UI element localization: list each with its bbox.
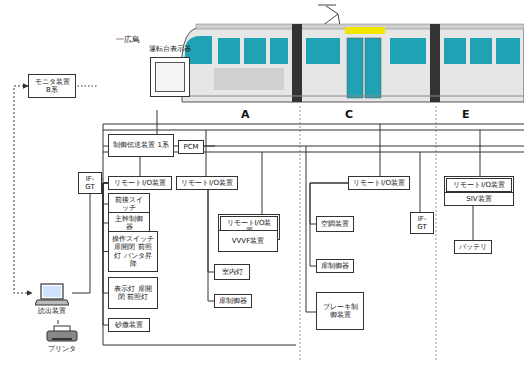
box-text: IF-GT bbox=[414, 215, 430, 231]
box-text: 前後スイッチ bbox=[112, 196, 146, 212]
door-controller: 扉制御器 bbox=[316, 259, 354, 273]
transmission-controller: 制御伝送装置 1系 bbox=[108, 134, 174, 157]
direction-label: 一広島 bbox=[116, 34, 140, 45]
box-text: プリンタ bbox=[48, 345, 76, 353]
box-text: ブレーキ制御装置 bbox=[320, 303, 360, 319]
cab-display: 運転台表示器 bbox=[140, 44, 200, 110]
display-screen bbox=[150, 57, 190, 97]
door bbox=[365, 38, 381, 98]
roof-unit bbox=[345, 27, 385, 34]
box-text: バッテリ bbox=[459, 243, 487, 251]
display-screen-inner bbox=[155, 62, 185, 92]
indicator-lamp: 表示灯 扉開閉 前照灯 bbox=[108, 277, 158, 309]
vvvf-inverter: VVVF装置 bbox=[218, 230, 278, 252]
box-text: リモートI/O装置 bbox=[114, 179, 166, 187]
box-text: 運転台表示器 bbox=[149, 45, 191, 53]
box-text: 扉制御器 bbox=[219, 297, 247, 305]
siv-inverter: SIV装置 bbox=[444, 192, 514, 206]
box-text: 制御伝送装置 1系 bbox=[113, 141, 169, 149]
box-text: リモートI/O装置 bbox=[353, 179, 405, 187]
printer-icon bbox=[46, 325, 78, 345]
box-text: 砂撒装置 bbox=[115, 321, 143, 329]
lower-panel bbox=[214, 68, 284, 90]
connector-line bbox=[14, 86, 32, 293]
remote-io: リモートI/O装置 bbox=[176, 176, 238, 190]
air-conditioner: 空調装置 bbox=[316, 216, 354, 232]
box-text: リモートI/O装置 bbox=[181, 179, 233, 187]
interface-gateway: IF-GT bbox=[410, 212, 434, 234]
dotted-link bbox=[74, 86, 98, 87]
box-text: 空調装置 bbox=[321, 220, 349, 228]
transmission-bus bbox=[100, 124, 524, 345]
box-text: SIV装置 bbox=[466, 195, 491, 203]
printer-slot bbox=[52, 338, 72, 340]
car-label: E bbox=[462, 108, 470, 121]
car-joint bbox=[292, 24, 302, 102]
skirt-line bbox=[182, 96, 524, 97]
connector-line bbox=[58, 320, 59, 324]
pcm-box: PCM bbox=[178, 140, 204, 154]
box-text: リモートI/O装置 bbox=[453, 181, 505, 189]
battery-box: バッテリ bbox=[454, 240, 492, 254]
connector-line bbox=[208, 190, 214, 301]
box-text: IF-GT bbox=[82, 175, 98, 191]
box-text: 操作スイッチ 扉開閉 前照灯 パンタ昇降 bbox=[112, 235, 154, 267]
pantograph bbox=[318, 5, 340, 26]
laptop-icon bbox=[35, 283, 69, 307]
tram-body bbox=[182, 28, 524, 102]
box-text: モニタ装置 B系 bbox=[32, 78, 72, 94]
remote-io: リモートI/O装置 bbox=[348, 176, 410, 190]
interface-gateway: IF-GT bbox=[78, 172, 102, 194]
box-text: VVVF装置 bbox=[232, 237, 264, 245]
box-text: 表示灯 扉開閉 前照灯 bbox=[112, 285, 154, 301]
laptop-screen bbox=[41, 284, 63, 299]
car-label: C bbox=[345, 108, 353, 121]
printer-body bbox=[47, 331, 77, 341]
brake-controller: ブレーキ制御装置 bbox=[316, 292, 364, 330]
operation-switch: 操作スイッチ 扉開閉 前照灯 パンタ昇降 bbox=[108, 231, 158, 272]
interior-light: 室内灯 bbox=[214, 264, 250, 280]
box-text: 室内灯 bbox=[222, 268, 243, 276]
car-separator bbox=[300, 106, 436, 360]
car-joint bbox=[430, 24, 440, 102]
connector-line bbox=[473, 206, 474, 240]
connector-line bbox=[157, 110, 158, 134]
remote-io: リモートI/O装置 bbox=[108, 176, 172, 190]
car-label: A bbox=[241, 108, 250, 121]
laptop-base bbox=[35, 300, 69, 305]
box-text: 主幹制御器 bbox=[112, 215, 146, 231]
laptop-screen-inner bbox=[43, 286, 61, 297]
connector-line bbox=[208, 190, 214, 272]
box-text: 扉制御器 bbox=[321, 262, 349, 270]
sander-box: 砂撒装置 bbox=[108, 318, 150, 332]
connector-line bbox=[72, 194, 90, 293]
printer: プリンタ bbox=[40, 324, 84, 358]
monitor-device: モニタ装置 B系 bbox=[28, 74, 76, 98]
box-text: 読出装置 bbox=[38, 307, 66, 315]
door bbox=[347, 38, 363, 98]
door-controller: 扉制御器 bbox=[214, 294, 252, 308]
reader-laptop: 読出装置 bbox=[28, 282, 76, 320]
box-text: PCM bbox=[183, 143, 198, 151]
